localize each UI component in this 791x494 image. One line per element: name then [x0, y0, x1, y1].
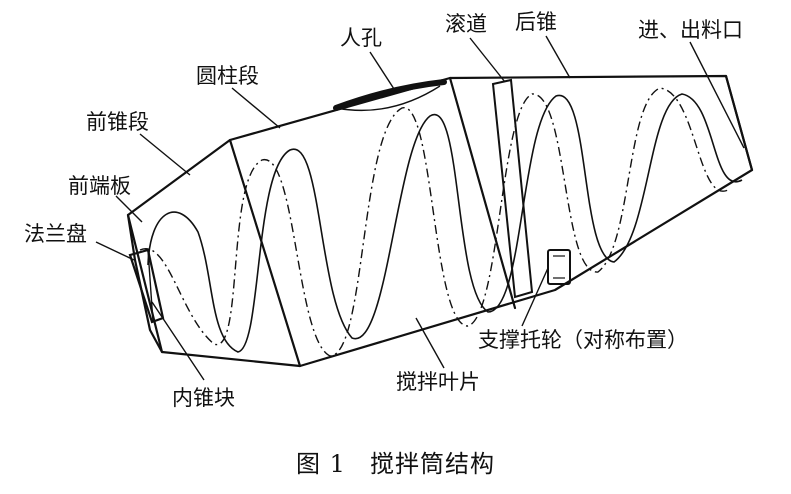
label-support-roller: 支撑托轮（对称布置）: [478, 328, 688, 352]
leader-front-cone: [139, 133, 191, 176]
label-inlet-outlet: 进、出料口: [638, 18, 743, 42]
cylinder-rear-divider: [448, 76, 517, 310]
leader-inlet-outlet: [689, 41, 745, 149]
leader-front-end-plate: [115, 195, 143, 223]
label-manhole: 人孔: [340, 26, 382, 50]
leader-flange: [95, 241, 135, 261]
label-flange-disc: 法兰盘: [24, 222, 87, 246]
front-end-plate: [126, 213, 164, 354]
front-cone-divider: [228, 138, 302, 368]
label-front-cone-section: 前锥段: [86, 110, 149, 134]
mixing-blade-spiral-dashed: [139, 87, 729, 357]
support-roller: [547, 249, 571, 285]
label-mixing-blade: 搅拌叶片: [396, 370, 480, 394]
leader-blade: [415, 317, 445, 369]
rear-cone-seam: [724, 74, 754, 172]
figure-number: 图 1: [296, 450, 346, 478]
figure-caption: 图 1 搅拌筒结构: [0, 452, 791, 476]
manhole-cover: [333, 79, 447, 112]
label-inner-cone-block: 内锥块: [172, 386, 235, 410]
leader-manhole: [369, 51, 397, 93]
label-raceway: 滚道: [445, 12, 487, 36]
mixing-blade-spiral-solid: [147, 93, 743, 353]
figure-title: 搅拌筒结构: [369, 450, 495, 478]
label-cylinder-section: 圆柱段: [196, 64, 259, 88]
label-front-end-plate: 前端板: [68, 174, 131, 198]
leader-inner-cone: [151, 301, 205, 381]
leader-rear-cone: [545, 35, 571, 79]
drum-outline: [126, 74, 754, 368]
label-rear-cone: 后锥: [515, 10, 557, 34]
leader-raceway: [469, 37, 506, 83]
leader-cylinder: [231, 87, 281, 129]
leader-roller: [521, 267, 549, 327]
